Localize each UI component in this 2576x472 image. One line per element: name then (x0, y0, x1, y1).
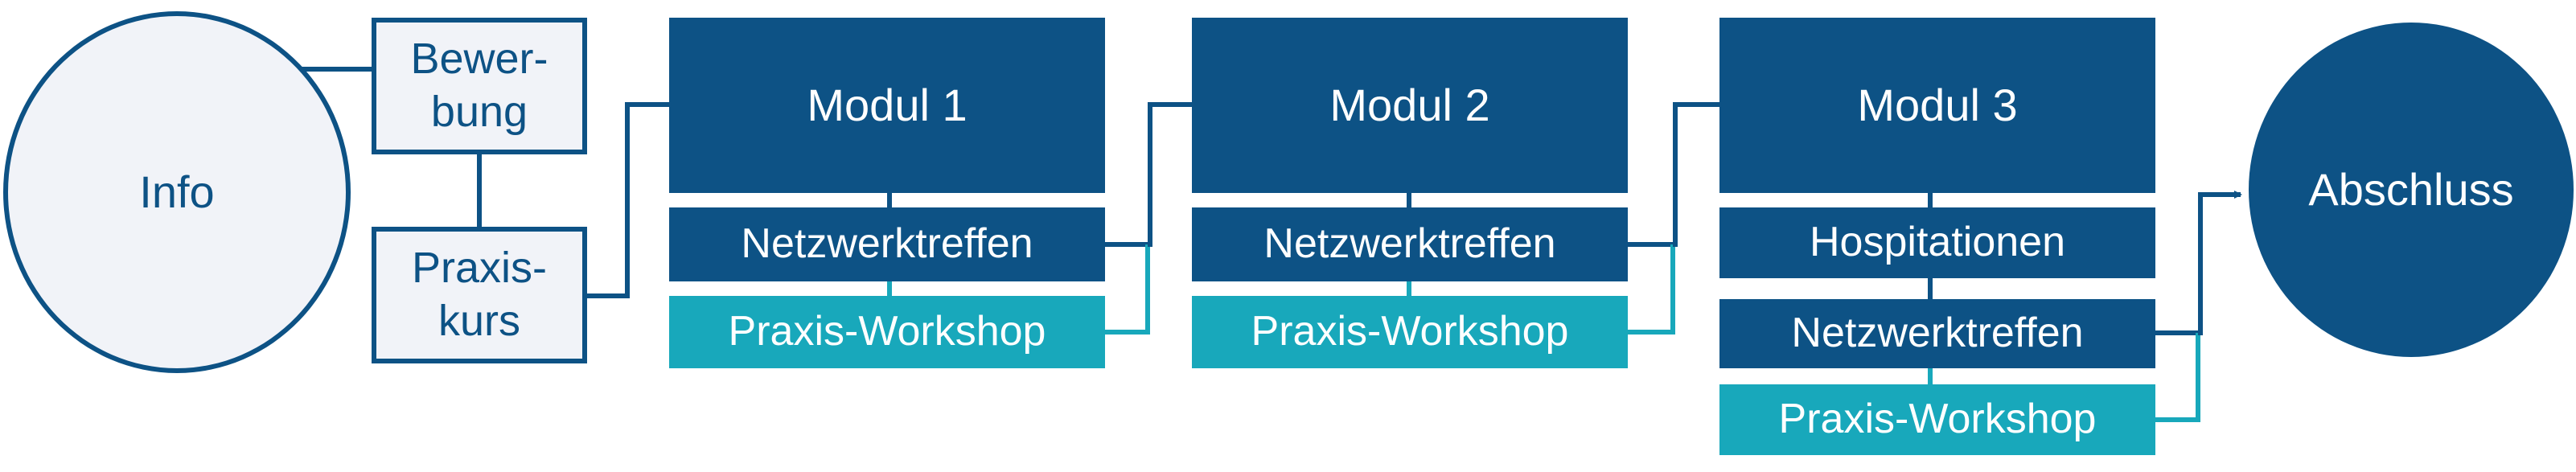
praxiskurs-box: Praxis- kurs (372, 227, 587, 363)
connector-modul2-modul3 (1673, 102, 1719, 247)
modul3-hospitationen-box: Hospitationen (1719, 207, 2155, 278)
info-label: Info (139, 166, 215, 217)
praxiskurs-label-line2: kurs (438, 297, 520, 345)
modul2-praxis-workshop-box: Praxis-Workshop (1192, 296, 1628, 368)
modul2-netzwerktreffen-label: Netzwerktreffen (1263, 220, 1556, 268)
modul3-netzwerktreffen-box: Netzwerktreffen (1719, 299, 2155, 368)
modul3-praxis-workshop-label: Praxis-Workshop (1778, 396, 2097, 443)
info-node: Info (3, 11, 351, 373)
modul1-netzwerktreffen-box: Netzwerktreffen (669, 207, 1105, 281)
bewerbung-box: Bewer- bung (372, 18, 587, 154)
connector-modul1-workshop-merge (1105, 244, 1150, 335)
bewerbung-label-line1: Bewer- (410, 35, 548, 84)
modul3-title-box: Modul 3 (1719, 18, 2155, 193)
modul3-praxis-workshop-box: Praxis-Workshop (1719, 384, 2155, 455)
connector-praxiskurs-modul1 (585, 102, 669, 298)
bewerbung-label-line2: bung (430, 88, 528, 136)
modul1-praxis-workshop-box: Praxis-Workshop (669, 296, 1105, 368)
modul3-hospitationen-label: Hospitationen (1810, 219, 2065, 266)
connector-modul1-modul2 (1148, 102, 1192, 247)
connector-modul3-workshop-merge (2155, 333, 2200, 422)
abschluss-node: Abschluss (2249, 23, 2574, 357)
modul1-praxis-workshop-label: Praxis-Workshop (728, 308, 1046, 355)
modul2-netzwerktreffen-box: Netzwerktreffen (1192, 207, 1628, 281)
connector-modul2-workshop-merge (1628, 244, 1675, 335)
modul2-title-box: Modul 2 (1192, 18, 1628, 193)
praxiskurs-label-line1: Praxis- (411, 244, 547, 293)
abschluss-label: Abschluss (2308, 163, 2514, 215)
modul1-title-box: Modul 1 (669, 18, 1105, 193)
modul2-title: Modul 2 (1329, 79, 1490, 130)
modul2-praxis-workshop-label: Praxis-Workshop (1251, 308, 1569, 355)
connector-modul3-abschluss-arrow (2198, 191, 2242, 335)
modul1-title: Modul 1 (807, 79, 968, 130)
modul3-title: Modul 3 (1857, 79, 2018, 130)
modul1-netzwerktreffen-label: Netzwerktreffen (741, 220, 1033, 268)
modul3-netzwerktreffen-label: Netzwerktreffen (1791, 310, 2084, 357)
